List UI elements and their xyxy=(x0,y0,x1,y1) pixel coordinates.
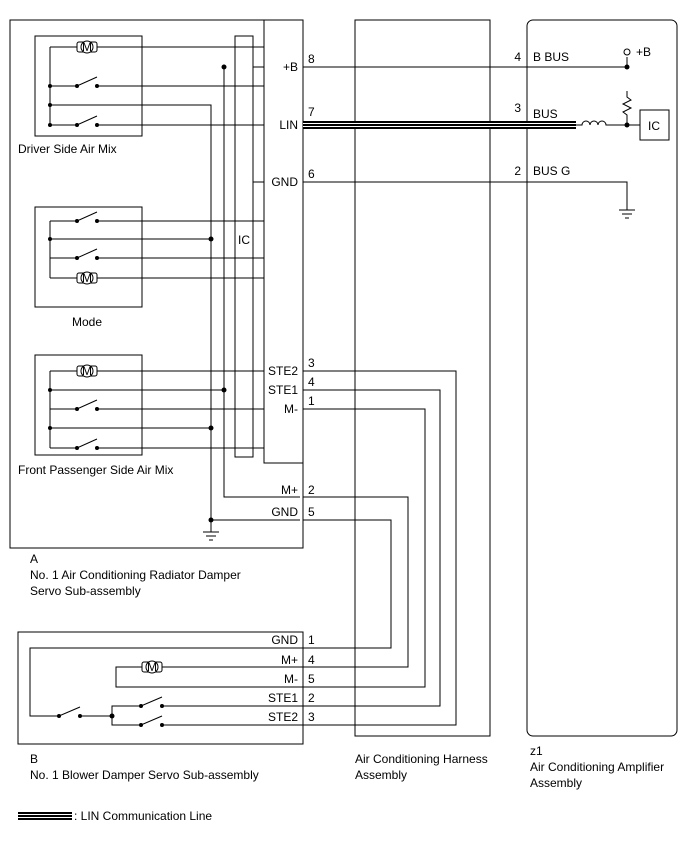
harness-name-line2: Assembly xyxy=(355,768,408,782)
a-amplifier-wires xyxy=(303,48,635,726)
a-pin-num-8: 8 xyxy=(308,52,315,66)
a-pin-num-2: 2 xyxy=(308,483,315,497)
a-pin-num-6: 6 xyxy=(308,167,315,181)
a-ic-label: IC xyxy=(238,233,250,247)
a-pin-name-plus-b: +B xyxy=(283,60,298,74)
a-pin-num-7: 7 xyxy=(308,105,315,119)
svg-text:M: M xyxy=(147,660,157,674)
amplifier-box xyxy=(526,19,678,737)
harness-box xyxy=(354,19,491,737)
b-pin-num-3: 3 xyxy=(308,710,315,724)
component-b-junctions xyxy=(57,704,164,727)
component-b-box xyxy=(17,631,304,745)
component-a-id: A xyxy=(30,552,39,566)
b-pin-num-4: 4 xyxy=(308,653,315,667)
component-z1-id: z1 xyxy=(530,744,543,758)
component-a-name-line2: Servo Sub-assembly xyxy=(30,584,141,598)
a-pin-name-gnd: GND xyxy=(271,175,298,189)
z1-pin-name-b-bus: B BUS xyxy=(533,50,569,64)
mode-motor-icon: M xyxy=(80,271,94,285)
bus-coil-icon xyxy=(576,91,640,126)
z1-pin-num-3: 3 xyxy=(514,101,521,115)
z1-pin-num-4: 4 xyxy=(514,50,521,64)
passenger-air-mix-circuit xyxy=(49,365,264,449)
b-pin-num-2: 2 xyxy=(308,691,315,705)
a-pin-num-5: 5 xyxy=(308,505,315,519)
b-pin-name-gnd: GND xyxy=(271,633,298,647)
z1-pin-name-bus: BUS xyxy=(533,107,558,121)
a-pin-num-4: 4 xyxy=(308,375,315,389)
a-pin-num-3: 3 xyxy=(308,356,315,370)
component-b-motor-icon: M xyxy=(145,660,159,674)
passenger-junctions xyxy=(48,387,227,450)
ground-junction xyxy=(208,517,214,523)
component-b-circuit xyxy=(29,647,303,726)
a-pin-name-ste2: STE2 xyxy=(268,364,298,378)
passenger-air-mix-box xyxy=(34,354,143,456)
z1-pin-num-2: 2 xyxy=(514,164,521,178)
mode-junctions xyxy=(48,219,214,260)
component-z1-name-line1: Air Conditioning Amplifier xyxy=(530,760,665,774)
bus-junction xyxy=(624,122,630,128)
component-b-name: No. 1 Blower Damper Servo Sub-assembly xyxy=(30,768,259,782)
a-pin-name-m-minus: M- xyxy=(284,402,298,416)
ic-stubs xyxy=(253,66,264,183)
component-a-name-line1: No. 1 Air Conditioning Radiator Damper xyxy=(30,568,241,582)
legend-lin-swatch xyxy=(18,812,72,820)
svg-text:M: M xyxy=(82,364,92,378)
component-a-ground-icon xyxy=(203,519,300,541)
driver-motor-icon: M xyxy=(80,40,94,54)
a-pin-name-ste1: STE1 xyxy=(268,383,298,397)
b-pin-num-1: 1 xyxy=(308,633,315,647)
svg-text:M: M xyxy=(82,271,92,285)
z1-pin-name-bus-g: BUS G xyxy=(533,164,570,178)
b-bus-junction xyxy=(624,64,630,70)
b-pin-name-m-minus: M- xyxy=(284,672,298,686)
a-pin-name-gnd2: GND xyxy=(271,505,298,519)
svg-text:M: M xyxy=(82,40,92,54)
mode-label: Mode xyxy=(72,315,103,329)
component-a-ic-box xyxy=(234,35,254,458)
component-b-id: B xyxy=(30,752,39,766)
component-z1-name-line2: Assembly xyxy=(530,776,583,790)
passenger-air-mix-label: Front Passenger Side Air Mix xyxy=(18,463,174,477)
harness-name-line1: Air Conditioning Harness xyxy=(355,752,488,766)
a-pin-name-lin: LIN xyxy=(279,118,298,132)
driver-air-mix-label: Driver Side Air Mix xyxy=(18,142,117,156)
component-a-connector xyxy=(263,19,304,464)
a-pin-name-m-plus: M+ xyxy=(281,483,298,497)
mode-box xyxy=(34,206,143,308)
b-pin-num-5: 5 xyxy=(308,672,315,686)
driver-air-mix-junctions xyxy=(48,64,227,127)
legend-text: : LIN Communication Line xyxy=(74,809,213,823)
z1-ic-label: IC xyxy=(648,119,660,133)
a-pin-num-1: 1 xyxy=(308,394,315,408)
passenger-motor-icon: M xyxy=(80,364,94,378)
b-pin-name-ste1: STE1 xyxy=(268,691,298,705)
b-pin-name-m-plus: M+ xyxy=(281,653,298,667)
z1-plus-b-label: +B xyxy=(636,45,651,59)
lin-line xyxy=(303,121,576,129)
b-pin-name-ste2: STE2 xyxy=(268,710,298,724)
